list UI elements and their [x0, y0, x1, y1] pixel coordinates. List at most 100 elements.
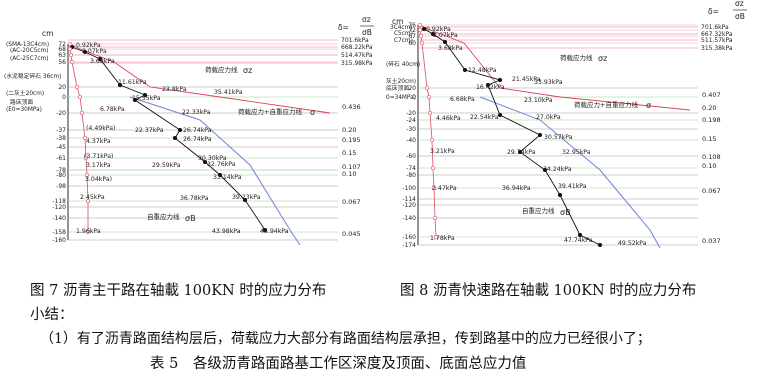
fig7-load-line-symbol: σz — [243, 66, 252, 75]
fig8-load-line-symbol: σz — [598, 54, 607, 63]
figure-7-caption: 图 7 沥青主干路在轴載 100KN 时的应力分布 — [30, 283, 327, 299]
fig8-depth-label: 72 — [408, 27, 416, 34]
fig8-depth-label: 20 — [408, 85, 416, 92]
fig7-stress-ratio: 0.195 — [342, 136, 361, 144]
fig8-self-weight-point — [426, 94, 432, 100]
fig8-stress-value: 0.92kPa — [426, 26, 451, 33]
fig7-stress-point — [132, 97, 138, 103]
fig7-stress-point — [202, 159, 208, 165]
fig7-self-weight-point — [85, 198, 91, 204]
fig8-layer-label: C7cm) — [394, 38, 413, 44]
fig8-stress-value: 27.0kPa — [536, 114, 561, 121]
fig7-stress-value: 11.61kPa — [118, 79, 147, 86]
fig8-self-weight-point — [417, 22, 423, 28]
fig8-stress-ratio: 0.20 — [702, 104, 716, 112]
fig7-stress-point — [117, 82, 123, 88]
fig7-self-weight-point — [77, 94, 83, 100]
fig8-layer-label: 灰土20cm) — [386, 77, 416, 85]
fig7-layer-label: (AC-25C7cm) — [10, 56, 48, 62]
fig8-stress-value: 34.24kPa — [543, 166, 572, 173]
fig8-stress-ratio: 0.037 — [702, 237, 721, 245]
fig7-stress-value: 2.07kPa — [82, 48, 107, 55]
fig8-layer-label: 0=34MPa) — [386, 95, 416, 101]
fig8-self-weight-point — [431, 185, 437, 191]
fig7-depth-label: -45 — [56, 144, 66, 151]
fig7-self-weight-point — [74, 84, 80, 90]
fig8-unit-label: cm — [392, 17, 403, 26]
fig7-stress-value: 26.74kPa — [183, 127, 212, 134]
fig7-depth-label: -20 — [56, 110, 66, 117]
fig8-stress-value: 49.52kPa — [618, 240, 647, 247]
fig8-depth-label: -120 — [402, 202, 416, 209]
fig7-stress-value: 39.23kPa — [232, 194, 261, 201]
fig8-ratio-denominator: σB — [735, 12, 745, 21]
fig7-stress-value: 30.30kPa — [198, 155, 227, 162]
fig8-stress-value: 22.54kPa — [470, 114, 499, 121]
fig7-depth-label: 20 — [58, 84, 66, 91]
fig7-stress-point — [242, 197, 248, 203]
fig8-stress-value: 39.41kPa — [558, 183, 587, 190]
fig7-stress-value: 4.37kPa — [86, 138, 111, 145]
fig7-combined-stress-line — [129, 96, 301, 246]
fig7-layer-label: (E0=30MPa) — [6, 107, 42, 113]
fig7-depth-label: -38 — [56, 135, 66, 142]
fig7-layer-label: (AC-20C5cm) — [10, 48, 48, 54]
fig7-top-pressure: 514.47kPa — [341, 52, 373, 59]
fig8-stress-point — [497, 112, 503, 118]
fig8-depth-label: 0 — [412, 94, 416, 101]
fig8-depth-label: -80 — [406, 172, 416, 179]
fig8-self-weight-point — [430, 165, 436, 171]
fig7-layer-label: (SMA-13C4cm) — [6, 42, 49, 48]
fig8-stress-value: 3.68kPa — [438, 45, 463, 52]
fig8-depth-label: 76 — [408, 22, 416, 29]
fig8-depth-label: -40 — [406, 137, 416, 144]
fig7-stress-point — [177, 127, 183, 133]
fig8-depth-label: -160 — [402, 234, 416, 241]
fig7-stress-ratio: 0.10 — [342, 170, 356, 178]
fig7-top-pressure: 315.98kPa — [341, 60, 373, 67]
fig8-stress-point — [597, 242, 603, 248]
fig7-stress-ratio: 0.436 — [342, 103, 361, 111]
fig8-stress-value: 3.21kPa — [430, 148, 455, 155]
fig7-depth-label: -80 — [56, 172, 66, 179]
fig7-stress-value: 36.78kPa — [180, 195, 209, 202]
fig8-self-weight-point — [427, 110, 433, 116]
fig7-load-stress-line — [69, 43, 331, 114]
fig7-stress-value: 33.14kPa — [213, 174, 242, 181]
fig7-stress-ratio: 0.20 — [342, 126, 356, 134]
fig7-self-weight-point — [68, 52, 74, 58]
fig8-depth-label: -100 — [402, 185, 416, 192]
fig8-depth-label: -140 — [402, 215, 416, 222]
fig7-layer-label: 路床顶面 — [10, 98, 33, 106]
fig7-depth-label: 63 — [58, 52, 66, 59]
fig8-self-weight-point — [429, 137, 435, 143]
fig8-stress-ratio: 0.10 — [702, 162, 716, 170]
fig7-stress-value: 32.76kPa — [207, 161, 236, 168]
fig7-delta-label: δ= — [338, 23, 349, 32]
fig7-depth-label: -158 — [52, 229, 66, 236]
fig8-self-weight-point — [433, 234, 439, 240]
fig7-depth-label: 56 — [58, 59, 66, 66]
fig7-stress-value: 45.94kPa — [260, 228, 289, 235]
fig8-top-pressure: 315.38kPa — [701, 45, 733, 52]
fig7-ratio-denominator: σB — [362, 28, 372, 37]
fig8-self-line-label: 自重应力线 — [522, 206, 555, 215]
fig8-stress-value: 23.10kPa — [524, 97, 553, 104]
fig8-stress-ratio: 0.067 — [702, 187, 721, 195]
fig7-stress-value: 26.74kPa — [183, 136, 212, 143]
fig7-self-weight-point — [79, 110, 85, 116]
fig8-load-stress-line — [419, 24, 691, 111]
fig7-self-line-label: 自重应力线 — [147, 212, 180, 221]
fig7-stress-value: 43.98kPa — [212, 228, 241, 235]
fig7-stress-value: 29.59kPa — [152, 162, 181, 169]
fig7-stress-point — [142, 92, 148, 98]
fig8-depth-label: 67 — [408, 33, 416, 40]
fig7-stress-ratio: 0.045 — [342, 230, 361, 238]
fig7-depth-label: -61 — [56, 155, 66, 162]
fig8-depth-label: -174 — [402, 242, 416, 249]
fig7-stress-value: 6.78kPa — [100, 106, 125, 113]
fig8-load-line-label: 荷载应力线 — [560, 53, 593, 62]
fig8-stress-value: 2.47kPa — [432, 185, 457, 192]
fig8-stress-point — [485, 82, 491, 88]
fig7-combined-line-symbol: σ — [310, 108, 315, 117]
